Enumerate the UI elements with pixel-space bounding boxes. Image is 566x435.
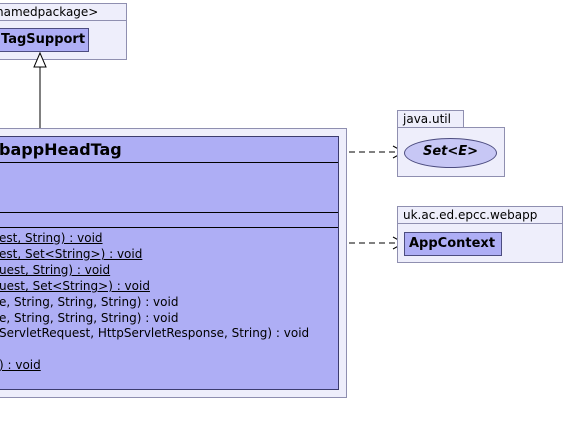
fields-divider-1 [0, 212, 338, 213]
unnamed-package-label: namedpackage> [0, 5, 99, 19]
method-row: e, String, String, String) : void [0, 311, 179, 325]
method-row: ) : void [0, 358, 41, 372]
method-row: ServletRequest, HttpServletResponse, Str… [0, 326, 310, 340]
method-row: e, String, String, String) : void [0, 295, 179, 309]
unnamed-package-tab: namedpackage> [0, 3, 127, 21]
java-util-package-tab: java.util [397, 110, 464, 128]
main-class-name: bappHeadTag [0, 140, 122, 159]
app-context-class[interactable]: AppContext [404, 232, 502, 256]
class-name-divider [0, 162, 338, 163]
app-context-class-name: AppContext [409, 236, 496, 251]
method-row: uest, String) : void [0, 263, 111, 277]
set-interface-name: Set<E> [422, 144, 479, 159]
tag-support-class[interactable]: TagSupport [0, 28, 89, 52]
webapp-package-tab: uk.ac.ed.epcc.webapp [397, 206, 563, 224]
method-row: est, Set<String>) : void [0, 247, 143, 261]
set-interface[interactable]: Set<E> [404, 138, 497, 168]
fields-divider-2 [0, 227, 338, 228]
method-row: uest, Set<String>) : void [0, 279, 150, 293]
webapp-package-label: uk.ac.ed.epcc.webapp [403, 208, 538, 222]
method-row: est, String) : void [0, 231, 103, 245]
java-util-package-label: java.util [403, 112, 451, 126]
tag-support-class-name: TagSupport [1, 32, 86, 47]
